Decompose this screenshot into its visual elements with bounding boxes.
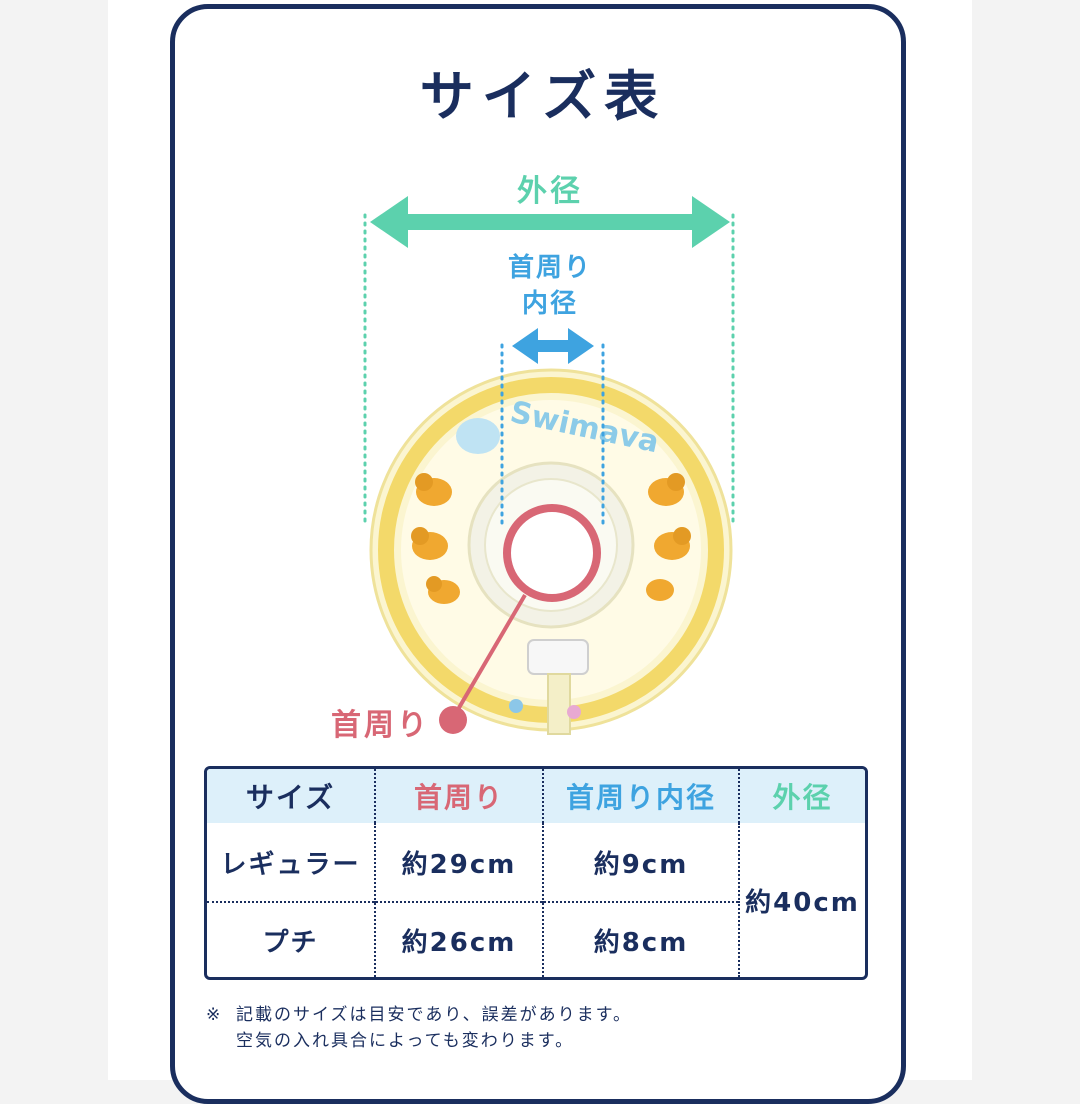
table-row: レギュラー 約29cm 約9cm 約40cm (207, 823, 865, 977)
duck-decoration (411, 473, 691, 604)
cell-outer-shared: 約40cm (738, 823, 865, 977)
header-neck: 首周り (374, 769, 543, 823)
note-mark: ※ (206, 1005, 223, 1025)
logo-mascot-icon (456, 418, 500, 454)
size-table: サイズ 首周り 首周り内径 外径 レギュラー 約29cm 約9cm 約40cm … (204, 766, 868, 980)
note-line1: 記載のサイズは目安であり、誤差があります。 (236, 1005, 632, 1025)
header-inner-diameter: 首周り内径 (542, 769, 739, 823)
size-diagram: Swimava (363, 196, 735, 735)
neck-pointer-line (451, 593, 527, 720)
table-row: プチ 約26cm 約8cm (207, 901, 865, 977)
table-header-row: サイズ 首周り 首周り内径 外径 (207, 769, 865, 823)
header-size: サイズ (207, 769, 375, 823)
neck-label: 首周り (331, 708, 430, 743)
inner-label-line1: 首周り (507, 253, 592, 283)
inner-label-line2: 内径 (521, 289, 578, 319)
note-line2: 空気の入れ具合によっても変わります。 (236, 1031, 575, 1051)
footnote: ※ 記載のサイズは目安であり、誤差があります。 空気の入れ具合によっても変わります… (206, 1002, 886, 1054)
outer-diameter-arrow (370, 196, 730, 248)
cell-size: プチ (207, 901, 375, 977)
outer-diameter-label: 外径 (517, 174, 583, 209)
inner-diameter-arrow (512, 328, 594, 364)
neck-circle (503, 504, 601, 602)
cell-inner: 約8cm (542, 901, 739, 977)
header-outer-diameter: 外径 (738, 769, 865, 823)
neck-pointer-dot (439, 706, 467, 734)
cell-neck: 約29cm (374, 823, 543, 902)
buckle-icon (527, 639, 589, 675)
cell-size: レギュラー (220, 849, 361, 880)
cell-neck: 約26cm (374, 901, 543, 977)
inner-diameter-label: 首周り 内径 (470, 250, 630, 322)
cell-inner: 約9cm (542, 823, 739, 902)
page-title: サイズ表 (419, 65, 667, 128)
